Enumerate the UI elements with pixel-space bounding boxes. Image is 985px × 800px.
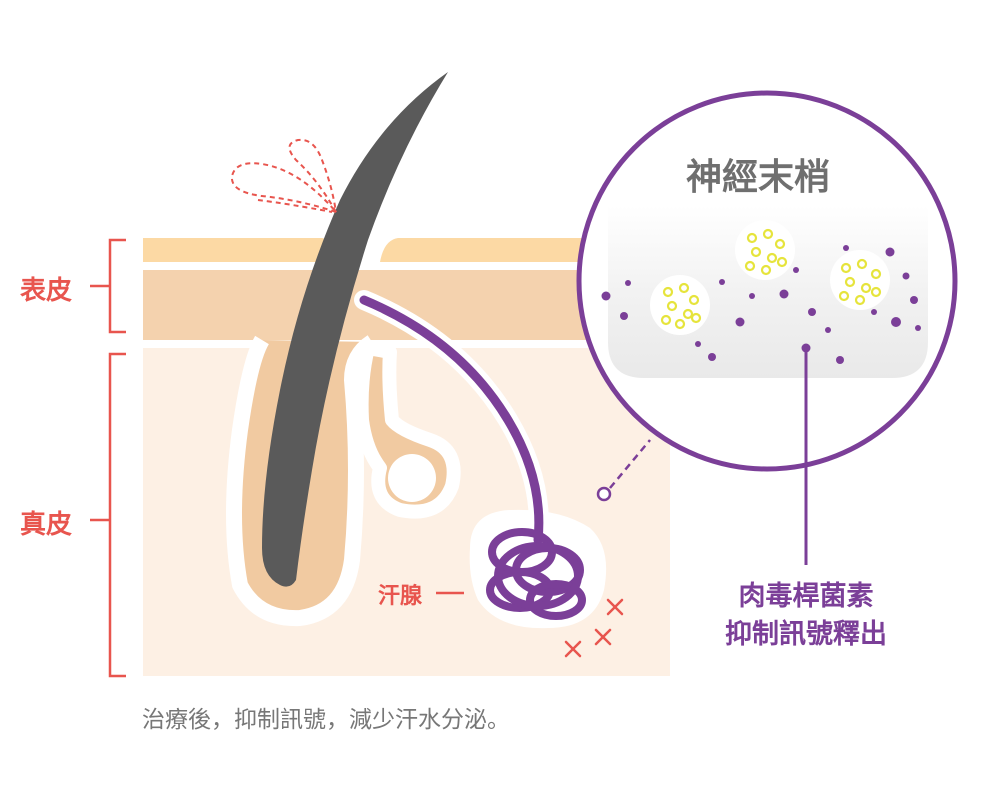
sweat-splash-3 <box>257 199 333 213</box>
caption: 治療後，抑制訊號，減少汗水分泌。 <box>142 707 510 733</box>
sweat-gland-label: 汗腺 <box>378 584 423 609</box>
epidermis-top-strip-left <box>143 238 338 262</box>
dermis-label: 真皮 <box>20 510 73 540</box>
toxin-label-line2: 抑制訊號釋出 <box>725 619 887 650</box>
epidermis-label: 表皮 <box>20 276 73 306</box>
vesicle <box>650 275 710 335</box>
blocked-signal-marks <box>564 598 624 658</box>
particles <box>601 245 921 364</box>
toxin-label: 肉毒桿菌素 抑制訊號釋出 <box>700 578 912 654</box>
toxin-label-line1: 肉毒桿菌素 <box>738 581 874 612</box>
dermis-bracket <box>90 352 126 678</box>
zoom-anchor <box>596 486 612 502</box>
epidermis-bracket <box>90 238 126 334</box>
zoom-connector <box>609 439 651 489</box>
vesicle <box>735 220 795 280</box>
sweat-splash-2 <box>288 138 337 213</box>
nerve-ending-title: 神經末梢 <box>686 157 831 198</box>
sweat-gland-coil <box>486 528 586 620</box>
hair-shaft <box>262 72 448 587</box>
sebaceous-droplet <box>388 454 436 502</box>
sweat-duct-inner <box>359 295 544 545</box>
sweat-splash <box>230 162 340 215</box>
vesicle <box>830 250 890 310</box>
